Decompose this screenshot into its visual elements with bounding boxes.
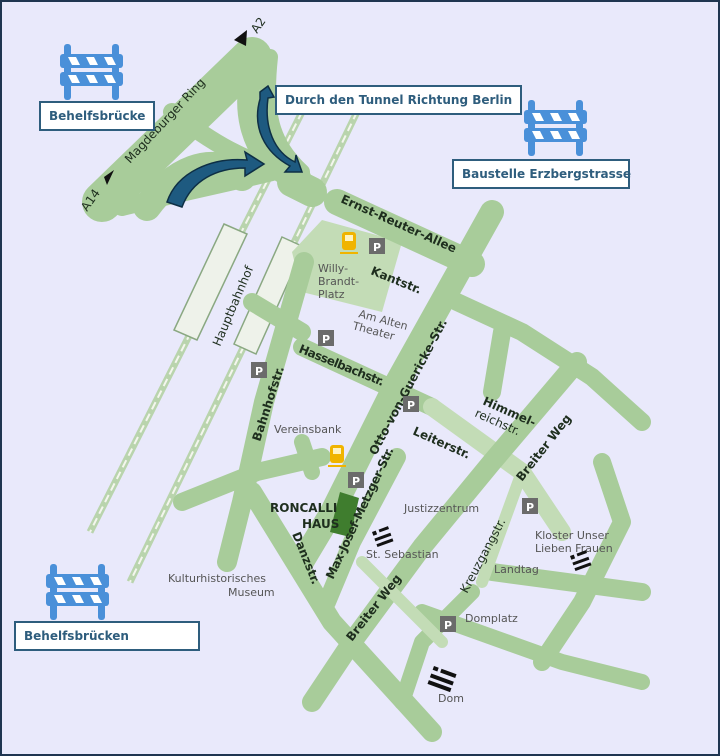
parking-icon: P [440,616,456,632]
tunnel-arrows [166,84,304,208]
label-roncalli-haus-1: RONCALLI [270,501,337,515]
svg-text:P: P [322,333,330,346]
cathedral-icon [427,666,457,693]
svg-text:P: P [526,501,534,514]
svg-text:P: P [255,365,263,378]
label-willy-brandt-platz-1: Willy- [318,262,348,275]
label-roncalli-haus-2: HAUS [302,517,339,531]
svg-text:P: P [407,399,415,412]
road-barrier-icon [46,564,109,620]
label-domplatz: Domplatz [465,612,518,625]
callout-behelfsbruecke: Behelfsbrücke [39,101,156,131]
parking-icon: P [522,498,538,514]
parking-icon: P [403,396,419,412]
label-a2: A2 [248,15,269,36]
label-willy-brandt-platz-2: Brandt- [318,275,359,288]
magdeburger-ring-roads [82,37,327,222]
a14-arrow-icon [104,170,114,185]
label-justizzentrum: Justizzentrum [403,502,479,515]
church-icon [372,526,394,548]
tram-stop-icon [328,445,346,467]
parking-icon: P [369,238,385,254]
label-kloster-2: Lieben Frauen [535,542,613,555]
hauptbahnhof-buildings [172,223,305,355]
parking-icon: P [318,330,334,346]
label-landtag: Landtag [494,563,539,576]
label-vereinsbank: Vereinsbank [274,423,342,436]
parking-icon: P [348,472,364,488]
tram-stop-icon [340,232,358,254]
church-icon [570,550,592,572]
label-kloster-1: Kloster Unser [535,529,609,542]
callout-behelfsbruecken: Behelfsbrücken [14,621,200,651]
label-hasselbachstr: Hasselbachstr. [297,342,386,389]
label-kulturhistorisches-1: Kulturhistorisches [168,572,266,585]
svg-text:P: P [444,619,452,632]
city-roads [173,189,651,742]
callout-baustelle-erzbergstrasse: Baustelle Erzbergstrasse [452,159,631,189]
callout-tunnel-berlin: Durch den Tunnel Richtung Berlin [275,85,523,115]
label-dom: Dom [438,692,464,705]
svg-text:P: P [373,241,381,254]
parking-icon: P [251,362,267,378]
label-breiter-weg-south: Breiter Weg [343,572,404,644]
label-willy-brandt-platz-3: Platz [318,288,345,301]
svg-text:P: P [352,475,360,488]
label-st-sebastian: St. Sebastian [366,548,439,561]
label-kulturhistorisches-2: Museum [228,586,275,599]
roncalli-haus-building [330,492,359,537]
a2-arrow-icon [234,30,247,46]
road-barrier-icon [524,100,587,156]
road-barrier-icon [60,44,123,100]
